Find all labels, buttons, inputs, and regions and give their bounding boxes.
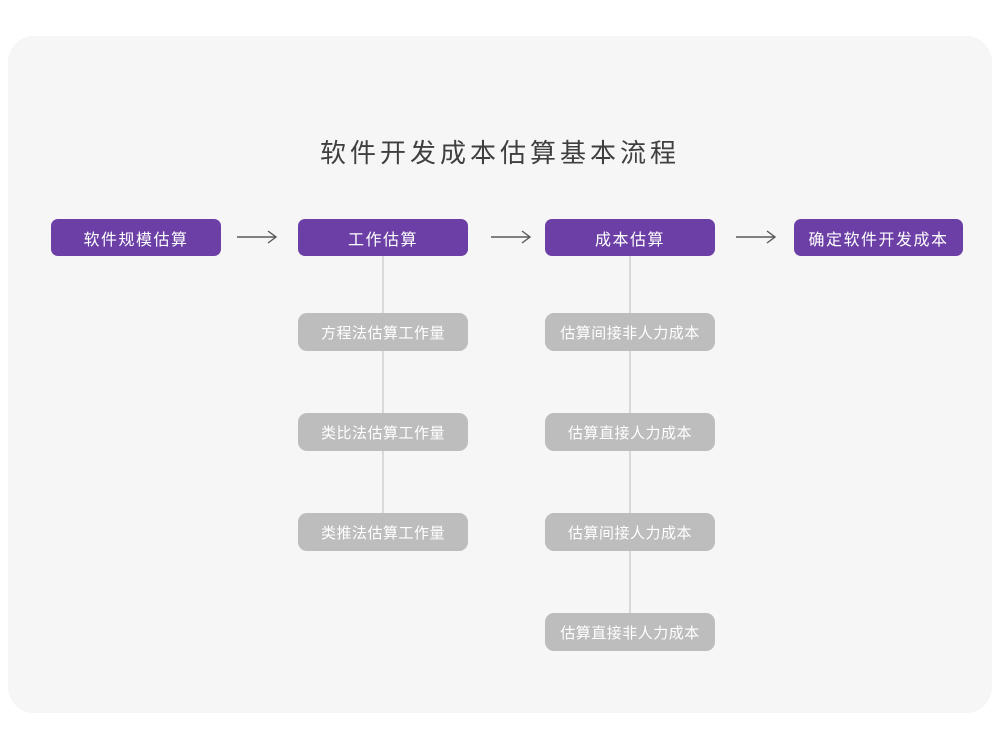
sub-node-label: 估算直接非人力成本: [560, 624, 700, 642]
canvas-card: 软件开发成本估算基本流程 软件规模估算 工作估算 成本估算 确定软件开发成本: [8, 36, 992, 713]
sub-node-direct-labor-cost: 估算直接人力成本: [545, 413, 715, 451]
connector-line-work: [382, 256, 384, 533]
sub-node-label: 类推法估算工作量: [320, 524, 445, 542]
right-arrow-icon: [237, 230, 278, 244]
flow-node-work-estimation: 工作估算: [298, 219, 468, 256]
sub-node-label: 方程法估算工作量: [320, 324, 445, 342]
flow-node-label: 工作估算: [347, 231, 418, 249]
sub-node-extrapolation-method: 类推法估算工作量: [298, 513, 468, 551]
sub-node-indirect-labor-cost: 估算间接人力成本: [545, 513, 715, 551]
flow-node-determine-dev-cost: 确定软件开发成本: [794, 219, 963, 256]
right-arrow-icon: [736, 230, 777, 244]
page-title: 软件开发成本估算基本流程: [319, 138, 680, 168]
right-arrow-icon: [491, 230, 532, 244]
sub-node-label: 类比法估算工作量: [320, 424, 445, 442]
flow-node-software-scale-estimation: 软件规模估算: [51, 219, 221, 256]
flow-node-label: 确定软件开发成本: [808, 231, 949, 249]
flow-node-label: 软件规模估算: [83, 231, 189, 249]
sub-node-indirect-nonlabor-cost: 估算间接非人力成本: [545, 313, 715, 351]
flow-node-label: 成本估算: [594, 231, 665, 249]
sub-node-direct-nonlabor-cost: 估算直接非人力成本: [545, 613, 715, 651]
flow-node-cost-estimation: 成本估算: [545, 219, 715, 256]
sub-node-label: 估算间接人力成本: [567, 524, 692, 542]
sub-node-analogy-method: 类比法估算工作量: [298, 413, 468, 451]
sub-node-label: 估算间接非人力成本: [560, 324, 700, 342]
sub-node-equation-method: 方程法估算工作量: [298, 313, 468, 351]
sub-node-label: 估算直接人力成本: [567, 424, 692, 442]
